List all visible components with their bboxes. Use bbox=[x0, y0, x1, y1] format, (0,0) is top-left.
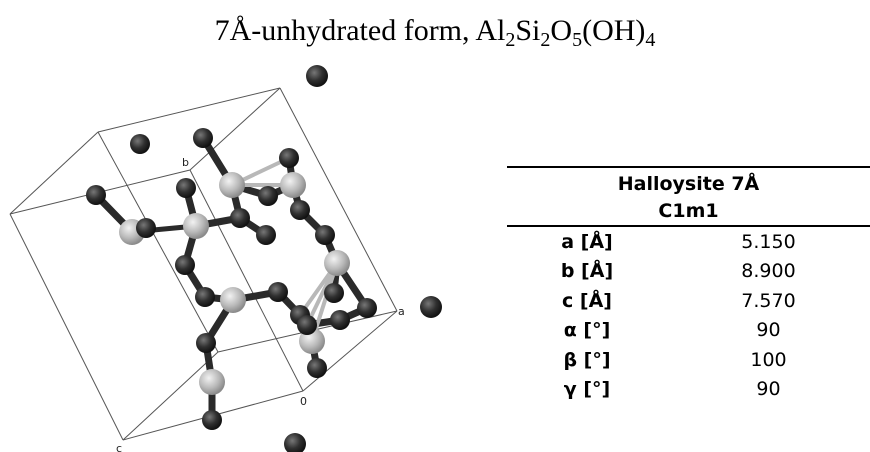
oxygen-atom bbox=[307, 358, 327, 378]
oxygen-atom bbox=[290, 200, 310, 220]
table-row: β [°] 100 bbox=[507, 345, 870, 375]
parameter-value: 90 bbox=[756, 378, 781, 401]
cell-edge bbox=[189, 87, 281, 171]
oxygen-atom bbox=[193, 128, 213, 148]
cation-atom bbox=[280, 172, 306, 198]
table-row: b [Å] 8.900 bbox=[507, 257, 870, 287]
oxygen-atom bbox=[284, 433, 306, 452]
mineral-name: Halloysite 7Å bbox=[617, 173, 760, 195]
table-row: α [°] 90 bbox=[507, 316, 870, 346]
oxygen-atom bbox=[306, 65, 328, 87]
parameter-name: γ [°] bbox=[563, 378, 611, 401]
oxygen-atoms bbox=[86, 65, 442, 452]
oxygen-atom bbox=[175, 255, 195, 275]
parameter-value: 90 bbox=[756, 319, 781, 342]
oxygen-atom bbox=[324, 283, 344, 303]
table-row: c [Å] 7.570 bbox=[507, 286, 870, 316]
table-row: γ [°] 90 bbox=[507, 375, 870, 405]
cation-atom bbox=[199, 369, 225, 395]
oxygen-atom bbox=[136, 218, 156, 238]
parameter-name: β [°] bbox=[563, 348, 611, 371]
parameter-name: b [Å] bbox=[560, 260, 614, 283]
oxygen-atom bbox=[256, 225, 276, 245]
axis-label-c: c bbox=[116, 442, 122, 452]
oxygen-atom bbox=[196, 333, 216, 353]
cell-edge bbox=[122, 351, 219, 441]
table-header-rule bbox=[507, 225, 870, 227]
oxygen-atom bbox=[315, 225, 335, 245]
parameter-name: a [Å] bbox=[561, 230, 613, 253]
axis-label-b: b bbox=[182, 156, 189, 169]
oxygen-atom bbox=[86, 185, 106, 205]
parameter-value: 7.570 bbox=[741, 289, 796, 312]
cell-edge bbox=[97, 87, 281, 133]
table-top-rule bbox=[507, 166, 870, 168]
cell-edge bbox=[189, 169, 304, 392]
cation-atom bbox=[324, 250, 350, 276]
oxygen-atom bbox=[330, 310, 350, 330]
cation-atom bbox=[183, 213, 209, 239]
oxygen-atom bbox=[297, 315, 317, 335]
cell-edge bbox=[9, 131, 99, 215]
figure-title: 7Å-unhydrated form, Al2Si2O5(OH)4 bbox=[214, 14, 656, 51]
table-row: a [Å] 5.150 bbox=[507, 227, 870, 257]
oxygen-atom bbox=[195, 287, 215, 307]
parameter-value: 8.900 bbox=[741, 260, 796, 283]
oxygen-atom bbox=[357, 298, 377, 318]
parameter-value: 5.150 bbox=[741, 230, 796, 253]
space-group: C1m1 bbox=[658, 200, 719, 222]
cation-atom bbox=[220, 287, 246, 313]
oxygen-atom bbox=[420, 296, 442, 318]
oxygen-atom bbox=[202, 410, 222, 430]
parameter-name: c [Å] bbox=[562, 289, 612, 312]
axis-label-origin: 0 bbox=[300, 395, 307, 408]
cell-edge bbox=[9, 213, 124, 441]
parameter-name: α [°] bbox=[563, 319, 611, 342]
crystal-structure-diagram: b a 0 c bbox=[9, 65, 442, 452]
lattice-parameters-table: Halloysite 7Å C1m1 a [Å] 5.150 b [Å] 8.9… bbox=[507, 166, 870, 404]
axis-label-a: a bbox=[398, 305, 405, 318]
oxygen-atom bbox=[268, 282, 288, 302]
cation-atom bbox=[219, 172, 245, 198]
oxygen-atom bbox=[230, 208, 250, 228]
cell-edge bbox=[97, 131, 219, 353]
oxygen-atom bbox=[258, 186, 278, 206]
parameter-value: 100 bbox=[750, 348, 787, 371]
oxygen-atom bbox=[130, 134, 150, 154]
oxygen-atom bbox=[279, 148, 299, 168]
oxygen-atom bbox=[176, 178, 196, 198]
cell-edge bbox=[279, 87, 398, 312]
